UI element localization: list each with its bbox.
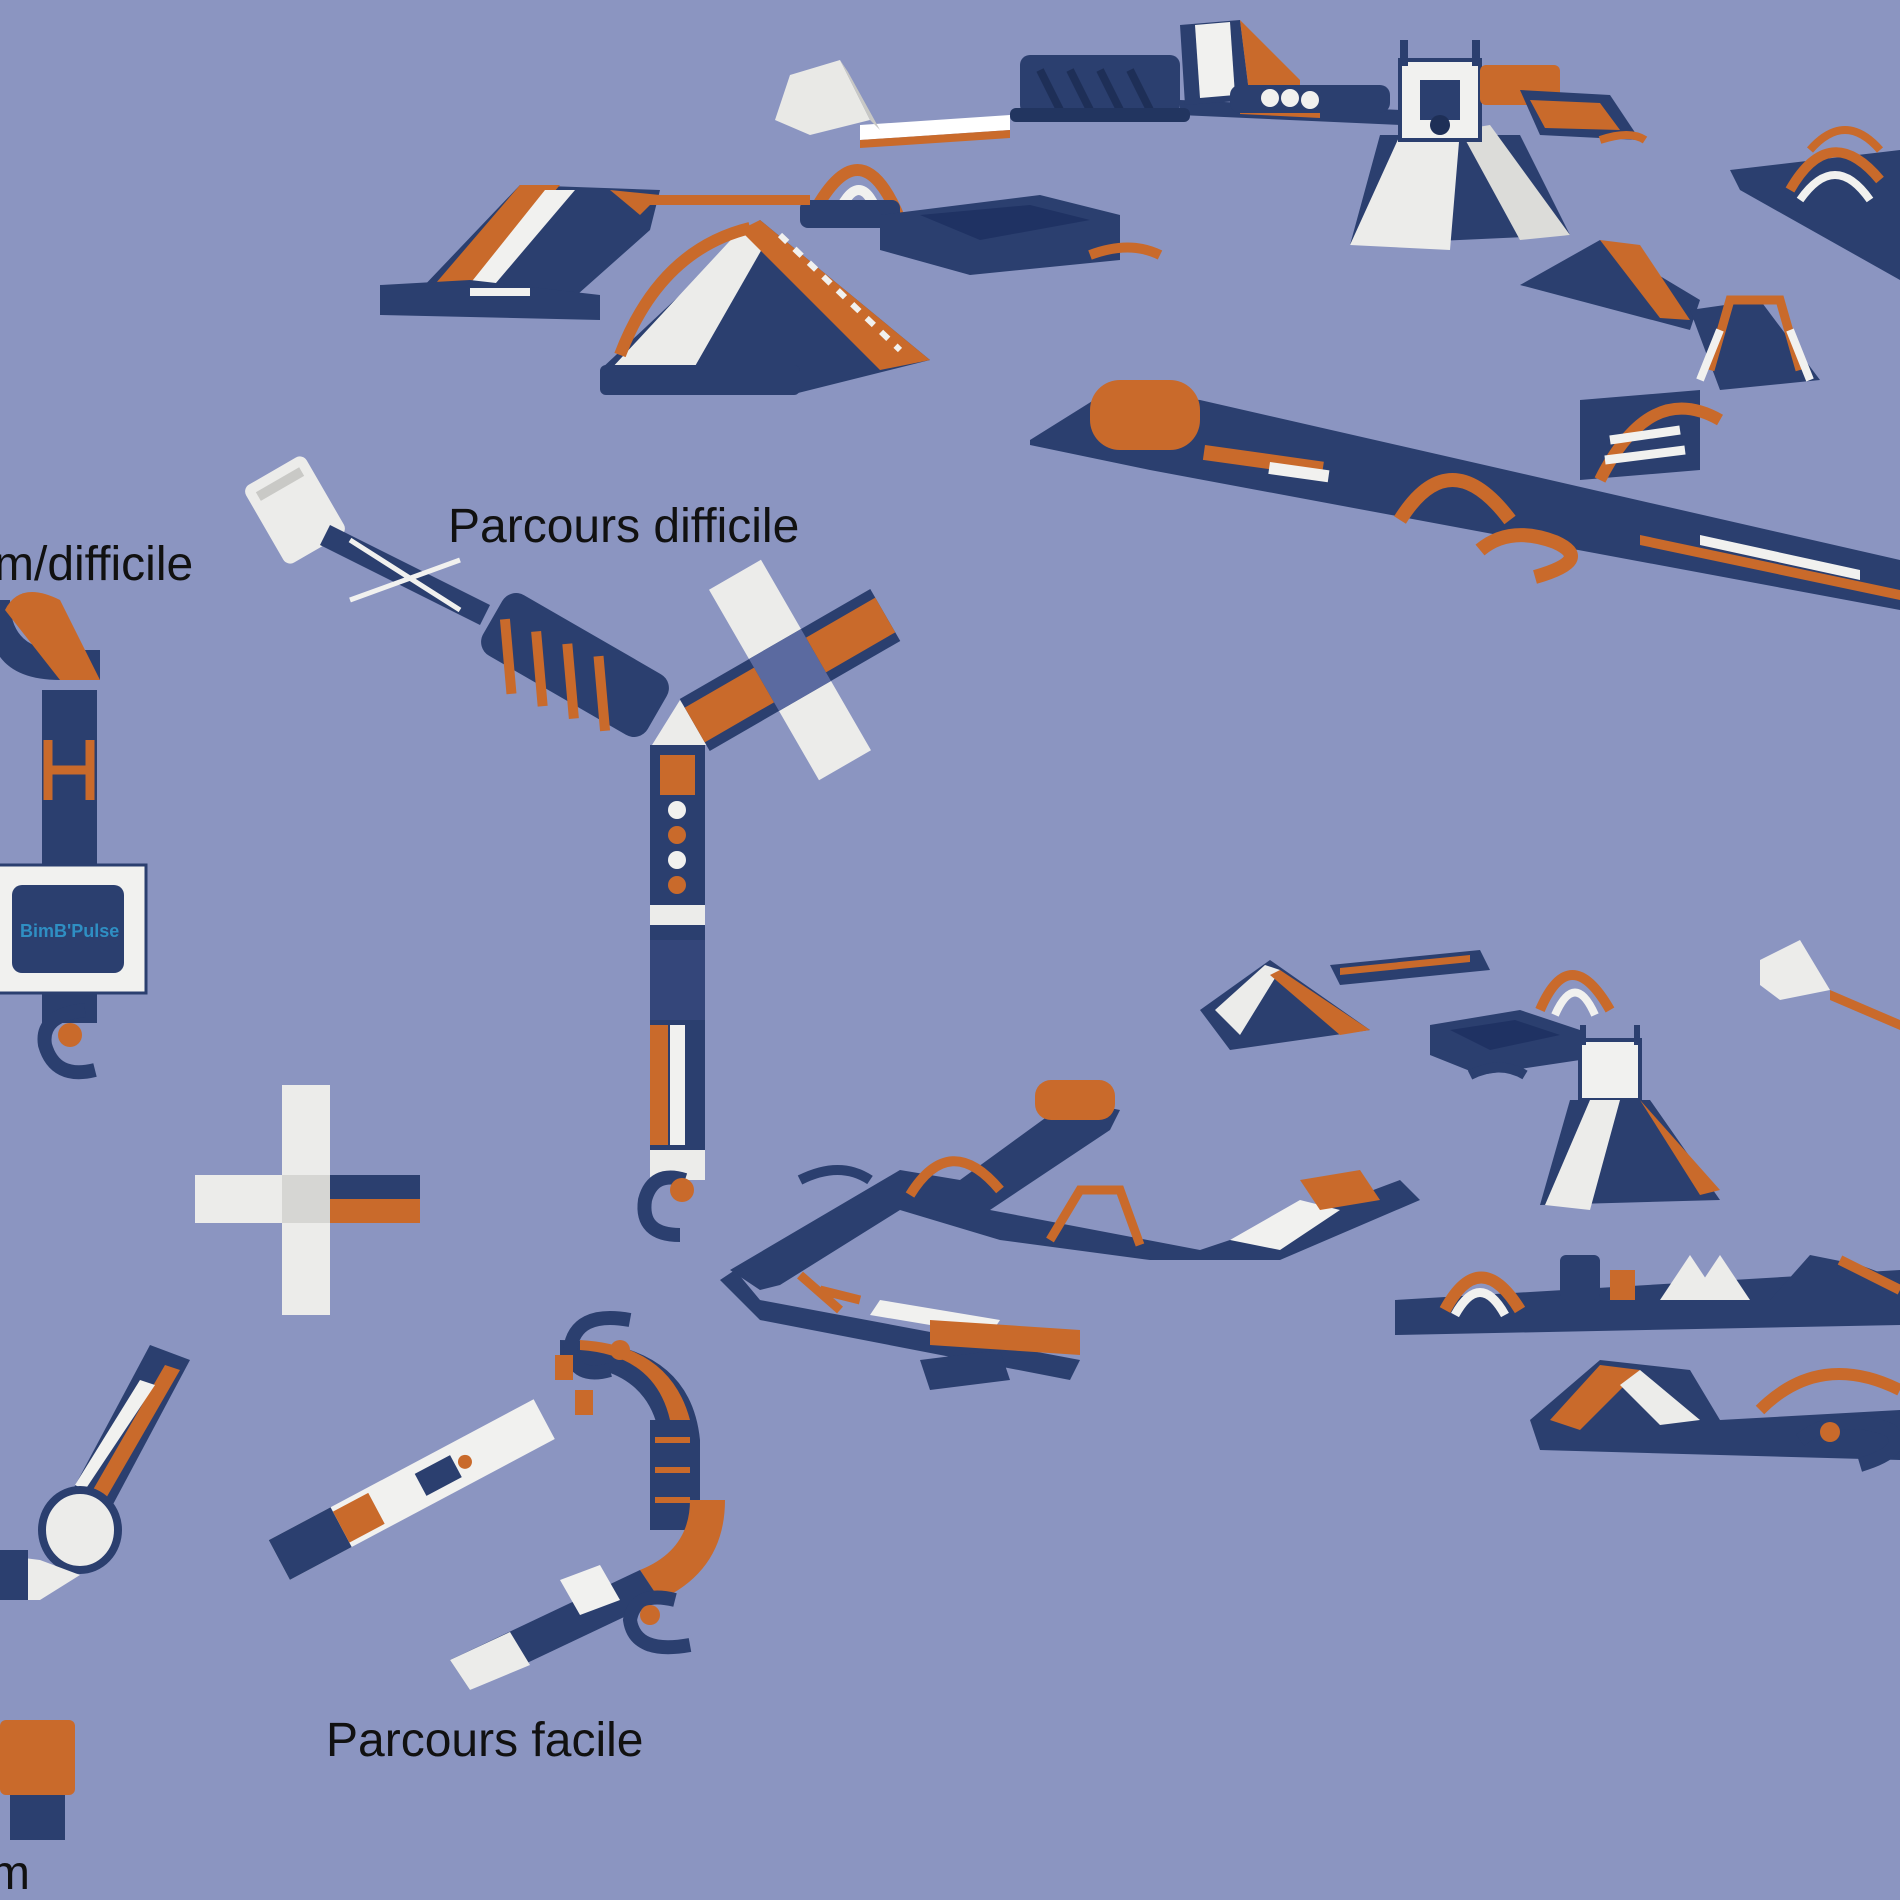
arch-obstacle <box>800 164 906 228</box>
mini-pyramid <box>1200 960 1370 1050</box>
anchor-buoy <box>610 1340 630 1360</box>
curved-entry-top <box>5 592 100 680</box>
vertical-track <box>650 745 705 1180</box>
anchor-hook <box>37 1003 97 1080</box>
anchor-hook <box>637 1170 688 1242</box>
bottom-right-piece <box>1530 1360 1900 1472</box>
frame-bridge <box>1010 55 1190 122</box>
anchor-hook <box>1467 1062 1528 1080</box>
mini-pool <box>1430 1010 1580 1075</box>
diagonal-piece <box>0 1345 190 1600</box>
trampoline-pool <box>880 195 1120 275</box>
slope-ramp <box>380 185 810 310</box>
cross-small <box>195 1085 420 1315</box>
anchor-hook <box>622 1590 692 1655</box>
tunnel-cage <box>481 593 669 737</box>
ball-run <box>1230 85 1390 113</box>
hub-triangle <box>652 700 708 745</box>
walkway <box>860 130 1010 148</box>
mini-tower-slide <box>1540 1025 1720 1210</box>
arch-climb <box>1580 390 1723 483</box>
lower-right-track <box>1395 1255 1900 1335</box>
label-parcours-partial: m <box>0 1847 30 1900</box>
tower-slide <box>1350 40 1570 250</box>
label-parcours-facile: Parcours facile <box>326 1714 644 1767</box>
anchor-hook <box>562 1311 632 1380</box>
easy-course <box>268 1311 725 1690</box>
mini-iceberg <box>1760 940 1900 1030</box>
swing-frame <box>1690 295 1820 390</box>
anchor-buoy <box>58 1023 82 1047</box>
easy-curve-slide <box>450 1500 725 1690</box>
easy-walkway <box>268 1399 555 1580</box>
label-parcours-difficile: Parcours difficile <box>448 500 800 553</box>
center-topview-course <box>245 456 901 1242</box>
anchor-hook <box>797 1165 873 1185</box>
left-medium-course: BimB'Pulse <box>0 592 420 1840</box>
mini-walkway <box>1340 955 1470 975</box>
right-3d-course <box>720 940 1900 1472</box>
easy-corner <box>560 1340 700 1530</box>
ramp <box>1530 100 1620 130</box>
cross-platform <box>679 559 901 781</box>
balance-cross <box>348 537 462 613</box>
anchor-buoy <box>670 1178 694 1202</box>
pyramid-slide <box>600 220 930 395</box>
corner-arch <box>1730 126 1900 280</box>
top-3d-course <box>380 20 1900 610</box>
wedge-slide <box>1520 240 1700 330</box>
mini-arch <box>1535 970 1615 1017</box>
long-zigzag-track <box>730 1080 1420 1290</box>
anchor-buoy <box>640 1605 660 1625</box>
trampoline-frame: BimB'Pulse <box>0 863 148 995</box>
small-platform <box>0 1720 75 1840</box>
hard-entry-block <box>245 456 345 564</box>
walkway <box>860 115 1010 140</box>
pin-marker <box>575 1390 593 1415</box>
anchor-hook <box>1598 131 1648 144</box>
anchor-hook <box>1088 242 1163 260</box>
lower-left-track <box>720 1270 1080 1390</box>
walkway-piece <box>380 280 600 320</box>
ladder-frame <box>43 740 95 800</box>
trampoline-logo: BimB'Pulse <box>20 921 119 941</box>
label-parcours-moyen-difficile: m/difficile <box>0 538 194 591</box>
long-track <box>1030 380 1900 610</box>
iceberg-block <box>775 60 880 135</box>
pin-marker <box>555 1355 573 1380</box>
